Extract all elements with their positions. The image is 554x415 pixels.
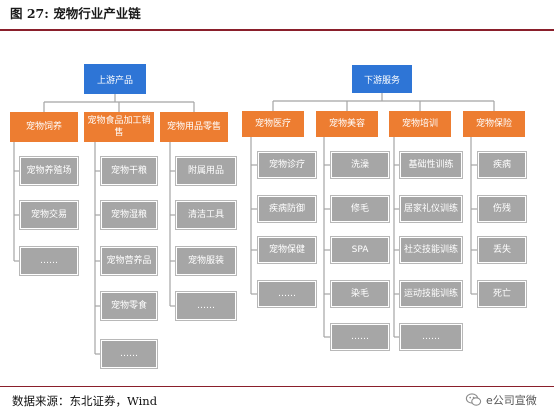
category-pet-insurance: 宠物保险 bbox=[463, 111, 525, 137]
wechat-logo-icon bbox=[465, 393, 482, 406]
item-spa: SPA bbox=[330, 236, 390, 264]
item-trimming: 修毛 bbox=[330, 195, 390, 223]
item-pet-trading: 宠物交易 bbox=[19, 200, 79, 230]
item-more: …… bbox=[175, 291, 237, 321]
category-pet-grooming: 宠物美容 bbox=[316, 111, 378, 137]
item-more: …… bbox=[19, 246, 79, 276]
category-pet-supplies: 宠物用品零售 bbox=[160, 112, 228, 142]
item-etiquette-training: 居家礼仪训练 bbox=[399, 195, 463, 223]
item-wet-food: 宠物湿粮 bbox=[100, 200, 158, 230]
item-more: …… bbox=[330, 323, 390, 351]
figure-title: 图 27: 宠物行业产业链 bbox=[10, 6, 141, 21]
source-note: 数据来源：东北证券，Wind bbox=[12, 394, 158, 408]
item-health-care: 宠物保健 bbox=[257, 236, 317, 264]
watermark-text: e公司宣微 bbox=[486, 394, 537, 407]
item-accessories: 附属用品 bbox=[175, 156, 237, 186]
item-sport-training: 运动技能训练 bbox=[399, 280, 463, 308]
item-dyeing: 染毛 bbox=[330, 280, 390, 308]
category-pet-medical: 宠物医疗 bbox=[242, 111, 304, 137]
item-social-training: 社交技能训练 bbox=[399, 236, 463, 264]
category-pet-breeding: 宠物饲养 bbox=[10, 112, 78, 142]
item-disease-prevention: 疾病防御 bbox=[257, 195, 317, 223]
item-cleaning-tools: 清洁工具 bbox=[175, 200, 237, 230]
item-disability: 伤残 bbox=[477, 195, 527, 223]
downstream-root-box: 下游服务 bbox=[352, 65, 412, 93]
item-pet-clothing: 宠物服装 bbox=[175, 246, 237, 276]
item-more: …… bbox=[399, 323, 463, 351]
item-snacks: 宠物零食 bbox=[100, 291, 158, 321]
item-dry-food: 宠物干粮 bbox=[100, 156, 158, 186]
item-more: …… bbox=[257, 280, 317, 308]
item-more: …… bbox=[100, 339, 158, 369]
item-basic-training: 基础性训练 bbox=[399, 151, 463, 179]
item-nutrition: 宠物营养品 bbox=[100, 246, 158, 276]
category-pet-training: 宠物培训 bbox=[389, 111, 451, 137]
source-rule bbox=[0, 386, 554, 387]
category-pet-food: 宠物食品加工销售 bbox=[84, 112, 154, 142]
item-bathing: 洗澡 bbox=[330, 151, 390, 179]
item-death: 死亡 bbox=[477, 280, 527, 308]
title-rule bbox=[0, 29, 554, 31]
item-loss: 丢失 bbox=[477, 236, 527, 264]
item-diagnosis: 宠物诊疗 bbox=[257, 151, 317, 179]
upstream-root-box: 上游产品 bbox=[84, 64, 146, 94]
item-pet-breeding-farm: 宠物养殖场 bbox=[19, 156, 79, 186]
item-illness: 疾病 bbox=[477, 151, 527, 179]
